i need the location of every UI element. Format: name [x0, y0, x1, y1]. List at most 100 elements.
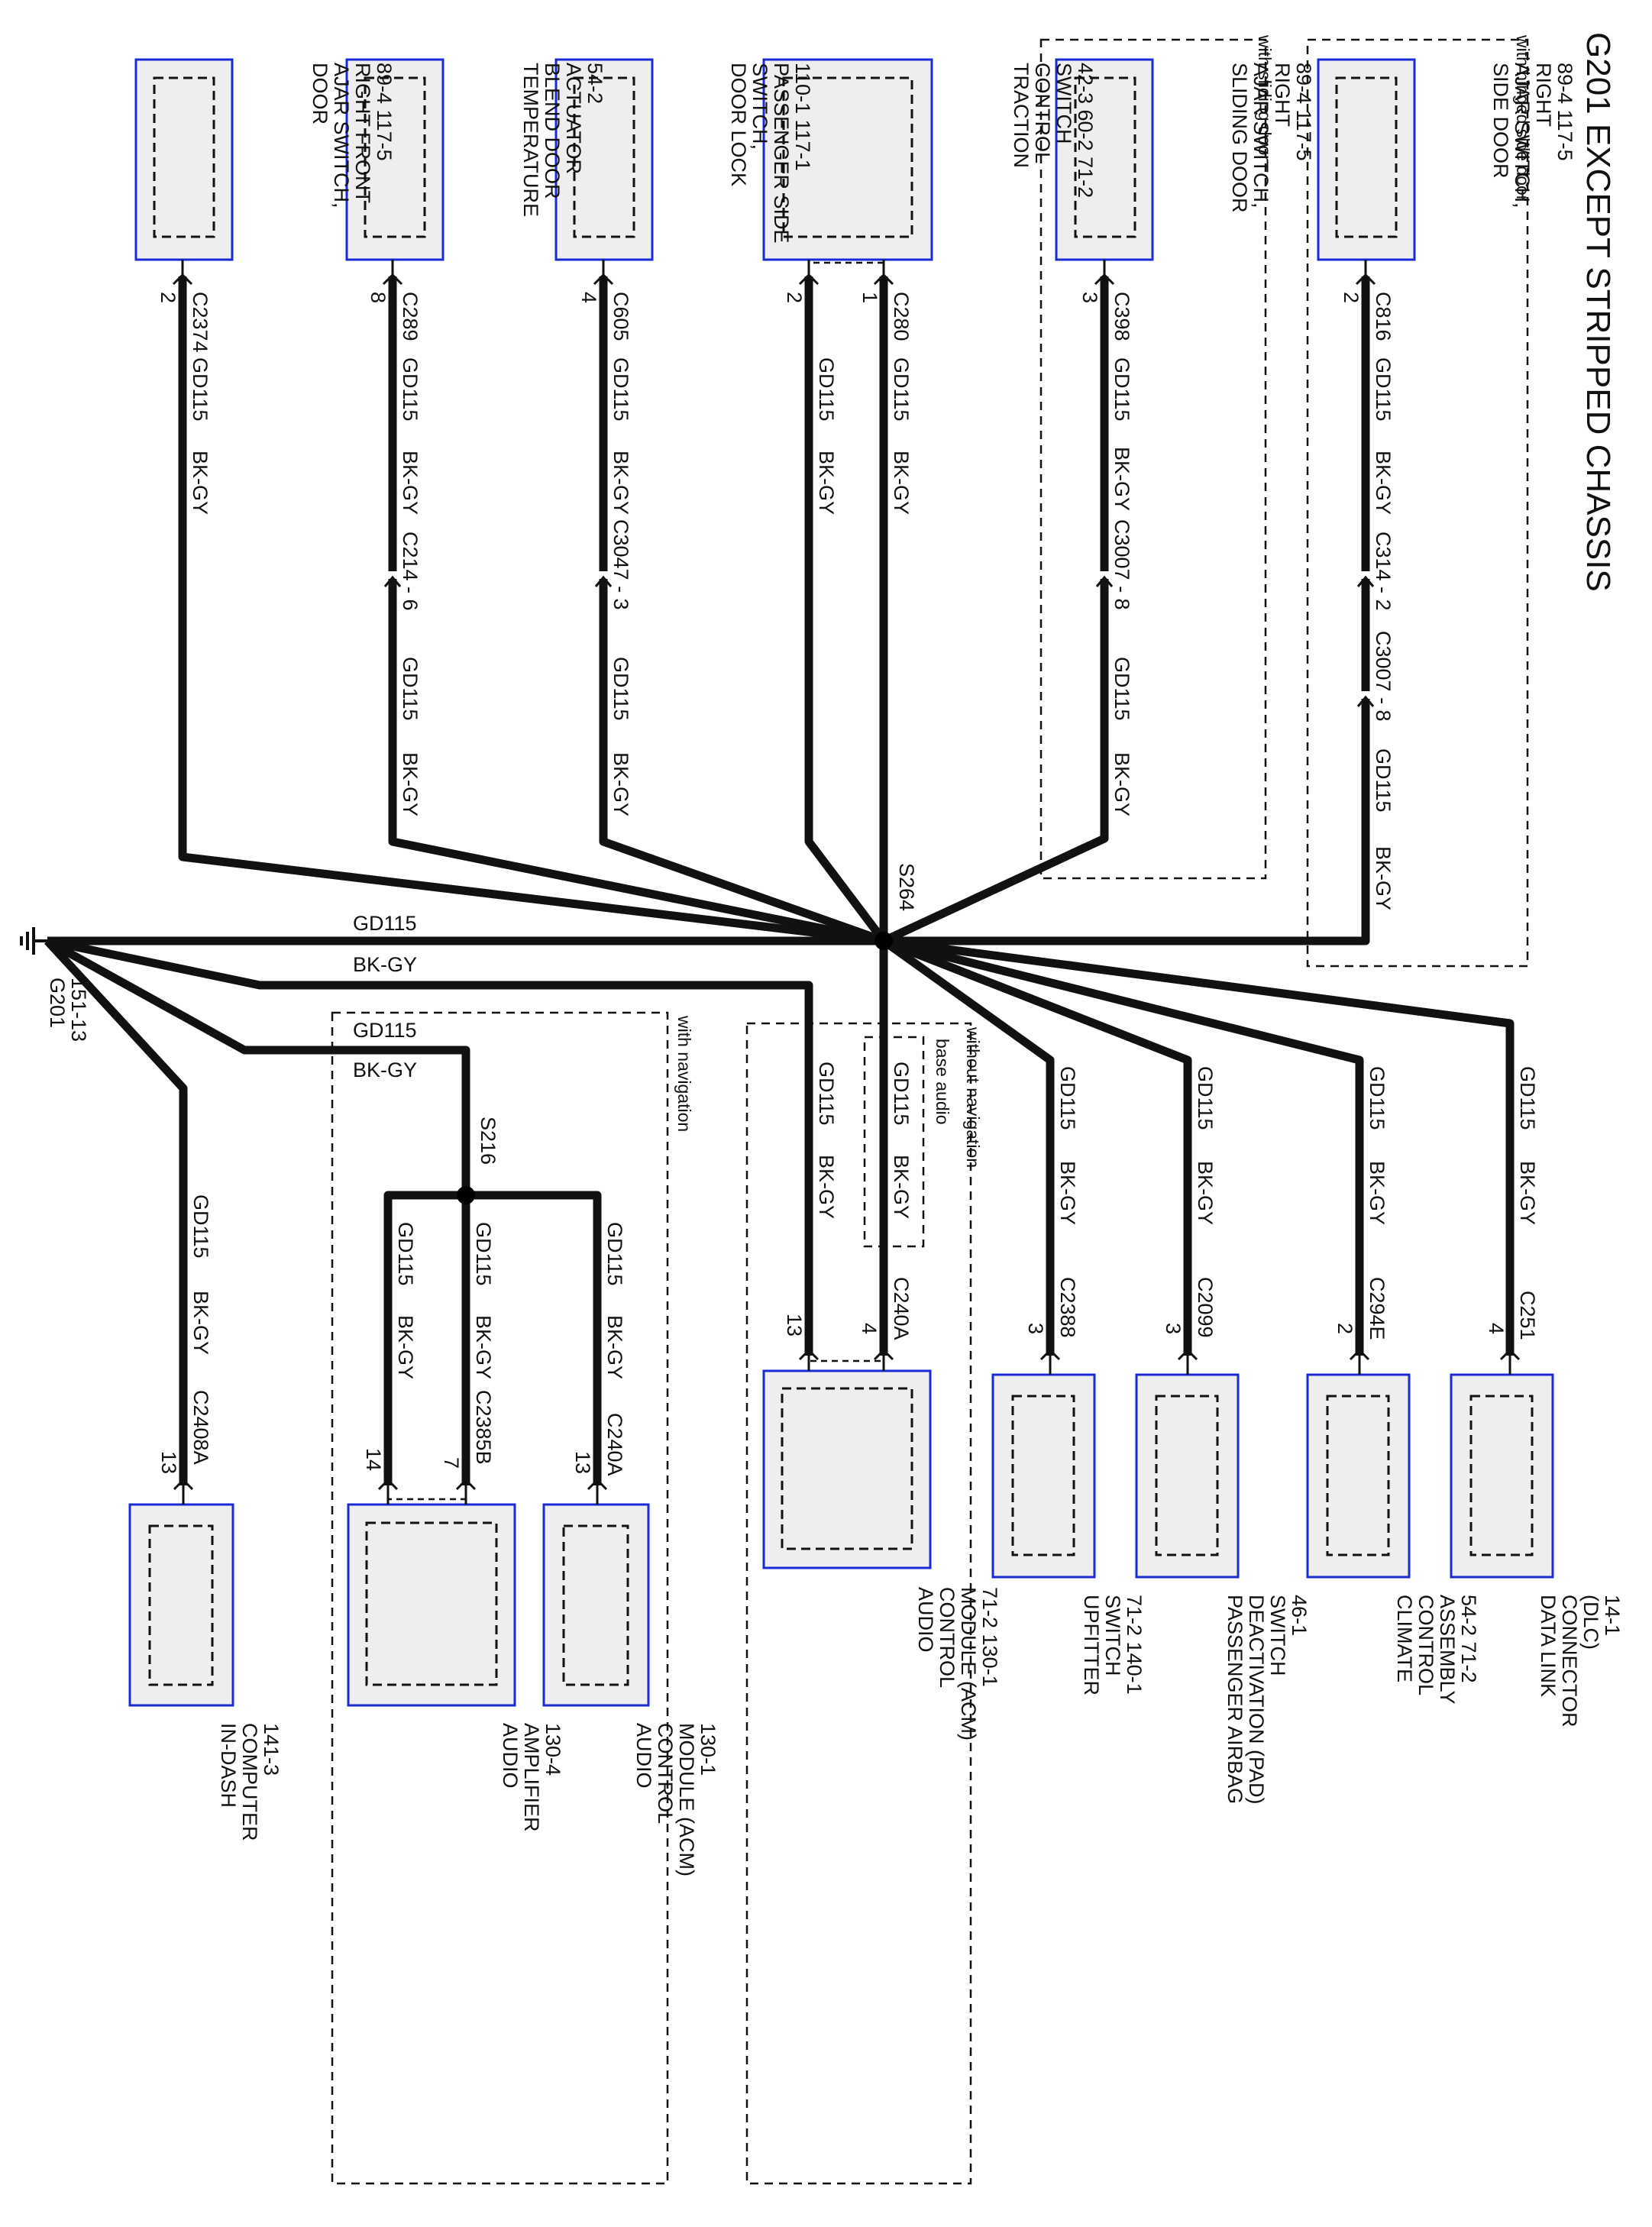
- conn-c398: C398: [1110, 292, 1133, 341]
- color-climate: BK-GY: [1366, 1161, 1389, 1225]
- component-side-door-ajar-switch: [1317, 58, 1416, 261]
- splice-s216-label: S216: [477, 1117, 499, 1165]
- color-door-lock-1: BK-GY: [609, 451, 632, 515]
- wire-door-ajar-rf: [178, 276, 884, 945]
- group-label-hinged: with hinged side door: [1513, 34, 1533, 202]
- component-data-link-connector: [1450, 1373, 1554, 1579]
- group-label-sliding: with sliding door: [1255, 34, 1275, 161]
- sliding-door-label: SLIDING DOOR AJAR SWITCH, RIGHT 89-4 117…: [1228, 63, 1315, 218]
- color-amp-7: BK-GY: [472, 1315, 495, 1379]
- upfitter-label: UPFITTER SWITCH 71-2 140-1: [1080, 1595, 1146, 1702]
- pin-c398: 3: [1078, 292, 1101, 303]
- inline-c3047: C3047 - 3: [609, 519, 632, 610]
- component-traction-control-switch: [762, 58, 933, 261]
- door-lock-label: DOOR LOCK SWITCH, PASSENGER SIDE 110-1 1…: [727, 63, 814, 249]
- circuit-trunk-b: GD115: [353, 1019, 417, 1042]
- component-acm-nav: [542, 1503, 650, 1707]
- inline-connectors: [383, 571, 1375, 707]
- wire-side-door: [884, 276, 1370, 945]
- circuit-acm-base-4: GD115: [890, 1062, 913, 1126]
- color-sliding-1: BK-GY: [1110, 447, 1133, 511]
- circuit-acm-nav: GD115: [603, 1222, 626, 1286]
- wire-climate: [882, 936, 1364, 1356]
- circuit-in-dash: GD115: [189, 1194, 212, 1259]
- color-trunk-b: BK-GY: [353, 1059, 417, 1081]
- amp-pin-link: [386, 1497, 467, 1501]
- conn-c2388: C2388: [1056, 1277, 1079, 1338]
- conn-c240a-base: C240A: [890, 1277, 913, 1340]
- pad-label: PASSENGER AIRBAG DEACTIVATION (PAD) SWIT…: [1224, 1595, 1311, 1810]
- group-with-navigation: [331, 1011, 669, 2185]
- inline-c3007-side: C3007 - 8: [1372, 631, 1395, 722]
- splice-s264: [874, 932, 893, 950]
- group-base-audio: [863, 1036, 925, 1248]
- circuit-temp-1: GD115: [399, 357, 422, 422]
- wire-acm-base-13: [46, 936, 813, 1356]
- door-ajar-rf-label: DOOR AJAR SWITCH, RIGHT FRONT 89-4 117-5: [309, 63, 396, 214]
- diagram-title: G201 EXCEPT STRIPPED CHASSIS: [1579, 32, 1617, 592]
- pin-c2385b-14: 14: [362, 1448, 385, 1471]
- circuit-door-lock-1: GD115: [609, 357, 632, 422]
- component-climate-control: [1306, 1373, 1411, 1579]
- color-sliding-2: BK-GY: [1110, 752, 1133, 816]
- circuit-trunk-a: GD115: [353, 912, 417, 935]
- ground-label: G201 151-13: [46, 978, 90, 1042]
- wire-in-dash: [44, 938, 188, 1485]
- wire-upfitter: [881, 937, 1055, 1356]
- conn-c2099: C2099: [1194, 1277, 1217, 1338]
- color-pad: BK-GY: [1194, 1161, 1217, 1225]
- ground-symbol-icon: [20, 927, 47, 955]
- traction-control-label: TRACTION CONTROL SWITCH 42-3 60-2 71-2: [1010, 63, 1097, 198]
- pin-c294e: 2: [1334, 1323, 1356, 1334]
- color-amp-14: BK-GY: [394, 1315, 417, 1379]
- pin-c605: 4: [577, 292, 600, 303]
- wire-dlc: [883, 936, 1515, 1356]
- color-traction-1: BK-GY: [890, 451, 913, 515]
- pin-c240a-4: 4: [858, 1323, 881, 1334]
- color-acm-nav: BK-GY: [603, 1315, 626, 1379]
- circuit-dlc: GD115: [1516, 1066, 1539, 1130]
- wire-nav-feed: [45, 937, 470, 1195]
- amplifier-label: AUDIO AMPLIFIER 130-4: [499, 1723, 564, 1838]
- circuit-side-door-2: GD115: [1372, 748, 1395, 813]
- conn-c240a-nav: C240A: [603, 1413, 626, 1476]
- circuit-temp-2: GD115: [399, 657, 422, 721]
- wires: [44, 276, 1515, 1485]
- pin-c289: 8: [367, 292, 390, 303]
- pin-c251: 4: [1485, 1323, 1508, 1334]
- inline-c314: C314 - 2: [1372, 532, 1395, 611]
- conn-c605: C605: [609, 292, 632, 341]
- group-label-base-audio: base audio: [933, 1039, 952, 1125]
- conn-c251: C251: [1516, 1291, 1539, 1340]
- pin-c2374: 2: [157, 292, 179, 303]
- inline-c3007-sliding: C3007 - 8: [1110, 519, 1133, 610]
- dlc-label: DATA LINK CONNECTOR (DLC) 14-1: [1537, 1595, 1624, 1733]
- conn-c289: C289: [399, 292, 422, 341]
- traction-pin-link: [807, 261, 885, 269]
- conn-c2408a: C2408A: [189, 1390, 212, 1465]
- color-dlc: BK-GY: [1516, 1161, 1539, 1225]
- splice-s216: [457, 1186, 475, 1204]
- pin-c2385b-7: 7: [440, 1457, 463, 1469]
- component-in-dash-computer: [128, 1503, 234, 1707]
- climate-label: CLIMATE CONTROL ASSEMBLY 54-2 71-2: [1393, 1595, 1480, 1710]
- wire-pad: [881, 936, 1192, 1356]
- acm-base-label: AUDIO CONTROL MODULE (ACM) 71-2 130-1: [914, 1587, 1001, 1747]
- wire-door-lock: [599, 276, 885, 945]
- circuit-traction-1: GD115: [890, 357, 913, 422]
- group-without-navigation: [745, 1022, 972, 2185]
- component-pad-switch: [1135, 1373, 1240, 1579]
- circuit-traction-2: GD115: [815, 357, 838, 422]
- conn-c2374: C2374: [189, 292, 212, 353]
- temp-blend-label: TEMPERATURE BLEND DOOR ACTUATOR 54-2: [519, 63, 606, 223]
- component-upfitter-switch: [991, 1373, 1096, 1579]
- conn-c2385b: C2385B: [472, 1390, 495, 1465]
- acm-base-pin-link: [807, 1352, 885, 1362]
- group-sliding-door: [1039, 38, 1267, 880]
- component-acm-base: [762, 1369, 932, 1569]
- color-acm-base-13: BK-GY: [815, 1155, 838, 1219]
- pin-c816: 2: [1340, 292, 1363, 303]
- circuit-sliding-2: GD115: [1110, 657, 1133, 721]
- circuit-sliding-1: GD115: [1110, 357, 1133, 422]
